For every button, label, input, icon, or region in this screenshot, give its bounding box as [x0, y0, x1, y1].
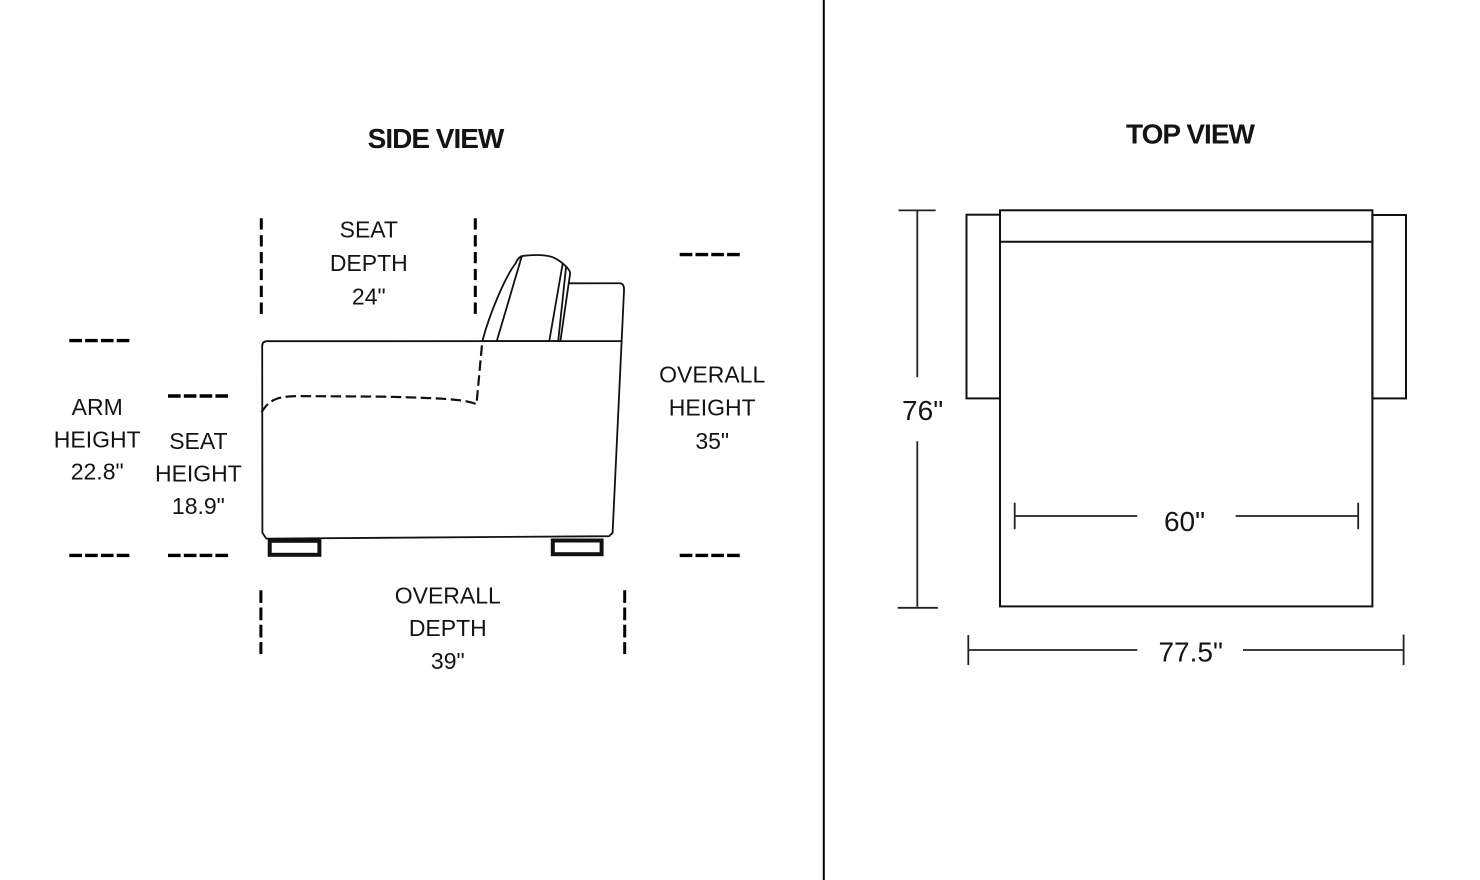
svg-text:OVERALL: OVERALL: [395, 582, 501, 608]
svg-text:SEAT: SEAT: [340, 216, 398, 242]
svg-text:77.5": 77.5": [1158, 636, 1222, 667]
svg-text:OVERALL: OVERALL: [659, 361, 765, 387]
svg-text:TOP VIEW: TOP VIEW: [1126, 119, 1255, 150]
svg-text:60": 60": [1164, 506, 1205, 537]
svg-text:DEPTH: DEPTH: [409, 615, 487, 641]
svg-text:HEIGHT: HEIGHT: [669, 395, 756, 421]
svg-text:HEIGHT: HEIGHT: [54, 426, 141, 452]
svg-text:ARM: ARM: [72, 394, 123, 420]
svg-text:76": 76": [902, 395, 943, 426]
svg-text:39": 39": [431, 648, 465, 674]
svg-text:SEAT: SEAT: [169, 428, 227, 454]
svg-text:22.8": 22.8": [71, 459, 124, 485]
svg-text:DEPTH: DEPTH: [330, 250, 408, 276]
svg-text:18.9": 18.9": [172, 493, 225, 519]
svg-text:HEIGHT: HEIGHT: [155, 460, 242, 486]
svg-text:SIDE VIEW: SIDE VIEW: [368, 123, 505, 154]
svg-text:24": 24": [352, 284, 386, 310]
svg-text:35": 35": [695, 428, 729, 454]
